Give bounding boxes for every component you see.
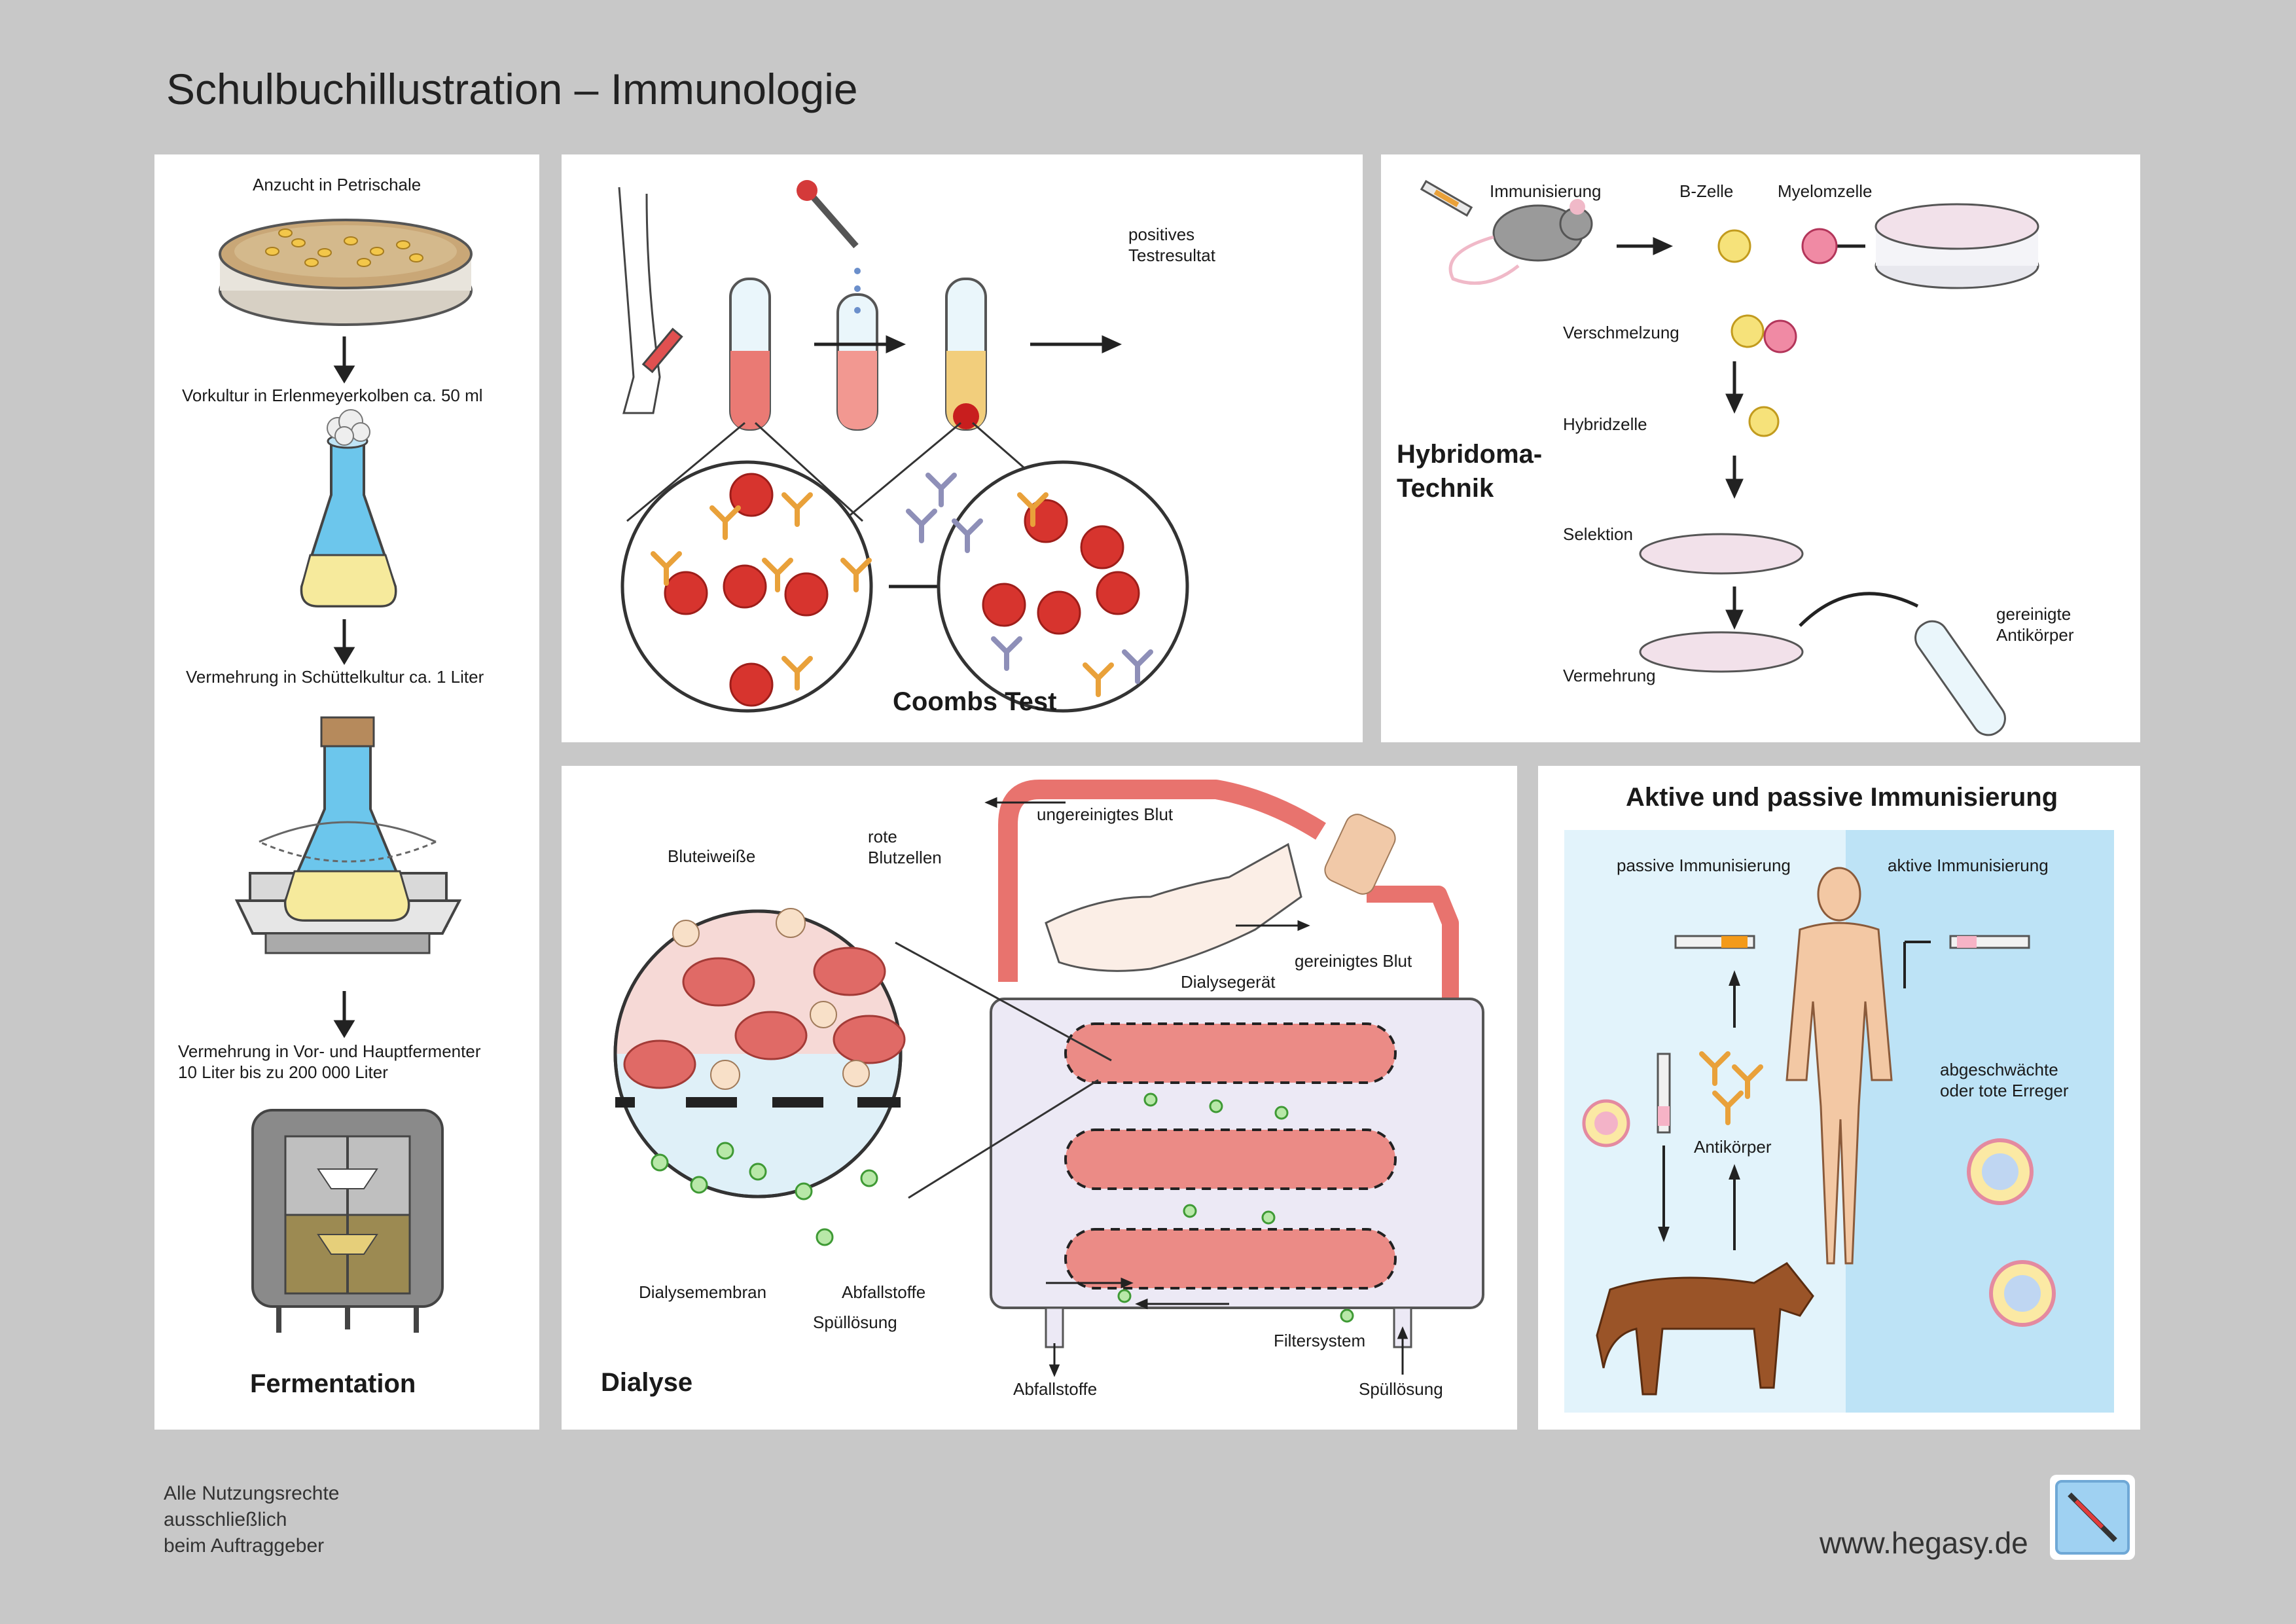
pipette-icon — [797, 180, 861, 314]
label-myelomzelle: Myelomzelle — [1778, 181, 1873, 201]
label-petrischale: Anzucht in Petrischale — [253, 175, 422, 194]
dialyse-illustration — [613, 780, 1484, 1377]
shaker-flask-icon — [234, 716, 462, 954]
horse-icon — [1596, 1262, 1814, 1396]
label-verschmelzung: Verschmelzung — [1563, 323, 1679, 342]
dialyse-panel: ungereinigtes Blut gereinigtes Blut Dial… — [562, 766, 1517, 1430]
immunisierung-illustration — [1564, 830, 2114, 1413]
label-positives-testresultat: positives Testresultat — [1128, 225, 1215, 265]
label-hybridzelle: Hybridzelle — [1563, 414, 1647, 434]
label-aktive-immunisierung: aktive Immunisierung — [1888, 856, 2049, 875]
syringe-icon — [1420, 179, 1473, 217]
label-spuelloesung-zoom: Spüllösung — [813, 1312, 897, 1332]
label-schuettelkultur: Vermehrung in Schüttelkultur ca. 1 Liter — [186, 667, 484, 687]
arrow-icon — [984, 797, 1408, 1377]
label-b-zelle: B-Zelle — [1679, 181, 1734, 201]
coombs-illustration — [618, 180, 1189, 713]
coombs-panel: positives Testresultat Coombs Test — [562, 154, 1363, 742]
test-tube-icon — [1914, 620, 2006, 736]
zoom-lines — [895, 941, 1112, 1199]
human-figure-icon — [1785, 867, 1893, 1265]
copyright-note: Alle Nutzungsrechte ausschließlich beim … — [164, 1483, 340, 1557]
dialyse-title: Dialyse — [601, 1368, 693, 1397]
hybridoma-title: Hybridoma- Technik — [1397, 440, 1543, 503]
immunisierung-panel: Aktive und passive Immunisierung passive… — [1538, 766, 2140, 1430]
arm-syringe-icon — [618, 187, 683, 414]
myeloma-cell-icon — [1763, 228, 1838, 353]
label-antikoerper: Antikörper — [1694, 1137, 1772, 1157]
label-passive-immunisierung: passive Immunisierung — [1617, 856, 1791, 875]
mouse-icon — [1448, 199, 1593, 285]
hegasy-logo — [2050, 1475, 2135, 1560]
waste-particle-icon — [651, 1092, 1354, 1323]
test-tube-icon — [729, 278, 987, 431]
label-abfallstoffe-zoom: Abfallstoffe — [842, 1282, 926, 1302]
virus-icon — [1582, 1099, 2056, 1327]
label-spuelloesung: Spüllösung — [1359, 1379, 1443, 1399]
label-filtersystem: Filtersystem — [1274, 1331, 1366, 1350]
label-abgeschwaechte-erreger: abgeschwächte oder tote Erreger — [1940, 1060, 2069, 1100]
coombs-title: Coombs Test — [893, 687, 1057, 716]
secondary-antibody-icon — [906, 473, 1153, 684]
hybridoma-panel: Immunisierung B-Zelle Myelomzelle Versch… — [1381, 154, 2140, 742]
hybridoma-illustration — [1420, 179, 2039, 736]
website-link[interactable]: www.hegasy.de — [1820, 1526, 2028, 1560]
red-blood-cell-icon — [623, 947, 906, 1089]
fermentation-panel: Anzucht in Petrischale Vorkultur in Erle… — [154, 154, 539, 1430]
b-cell-icon — [1717, 229, 1780, 437]
arrow-icon — [1658, 941, 1931, 1250]
label-vermehrung: Vermehrung — [1563, 666, 1656, 685]
petri-dish-icon — [1639, 203, 2039, 673]
label-vorkultur: Vorkultur in Erlenmeyerkolben ca. 50 ml — [182, 386, 483, 405]
antibody-icon — [1699, 1051, 1763, 1125]
syringe-icon — [1657, 935, 2030, 1134]
syringe-logo-icon — [2055, 1480, 2130, 1555]
label-dialysegeraet: Dialysegerät — [1181, 972, 1276, 992]
label-abfallstoffe: Abfallstoffe — [1013, 1379, 1098, 1399]
label-selektion: Selektion — [1563, 524, 1633, 544]
label-gereinigte-antikoerper: gereinigte Antikörper — [1996, 604, 2074, 645]
label-bluteiweisse: Bluteiweiße — [668, 846, 756, 866]
label-dialysemembran: Dialysemembran — [639, 1282, 767, 1302]
red-blood-cell-icon — [664, 473, 1140, 707]
blood-protein-icon — [672, 908, 870, 1090]
label-immunisierung: Immunisierung — [1490, 181, 1602, 201]
arrow-down-icon — [333, 336, 355, 1038]
erlenmeyer-flask-icon — [300, 409, 397, 607]
fermentation-illustration — [219, 219, 473, 1333]
fermenter-icon — [251, 1109, 444, 1333]
label-rote-blutzellen: rote Blutzellen — [868, 827, 942, 867]
antibody-icon — [651, 492, 1114, 697]
petri-dish-icon — [219, 219, 473, 326]
label-ungereinigtes-blut: ungereinigtes Blut — [1037, 804, 1174, 824]
label-gereinigtes-blut: gereinigtes Blut — [1295, 951, 1412, 971]
fermentation-title: Fermentation — [250, 1369, 416, 1398]
hand-icon — [1045, 814, 1396, 972]
immunisierung-title: Aktive und passive Immunisierung — [1626, 783, 2058, 812]
dialysis-machine-icon — [990, 998, 1484, 1348]
page-title: Schulbuchillustration – Immunologie — [166, 65, 858, 113]
label-fermenter: Vermehrung in Vor- und Hauptfermenter 10… — [178, 1041, 481, 1082]
